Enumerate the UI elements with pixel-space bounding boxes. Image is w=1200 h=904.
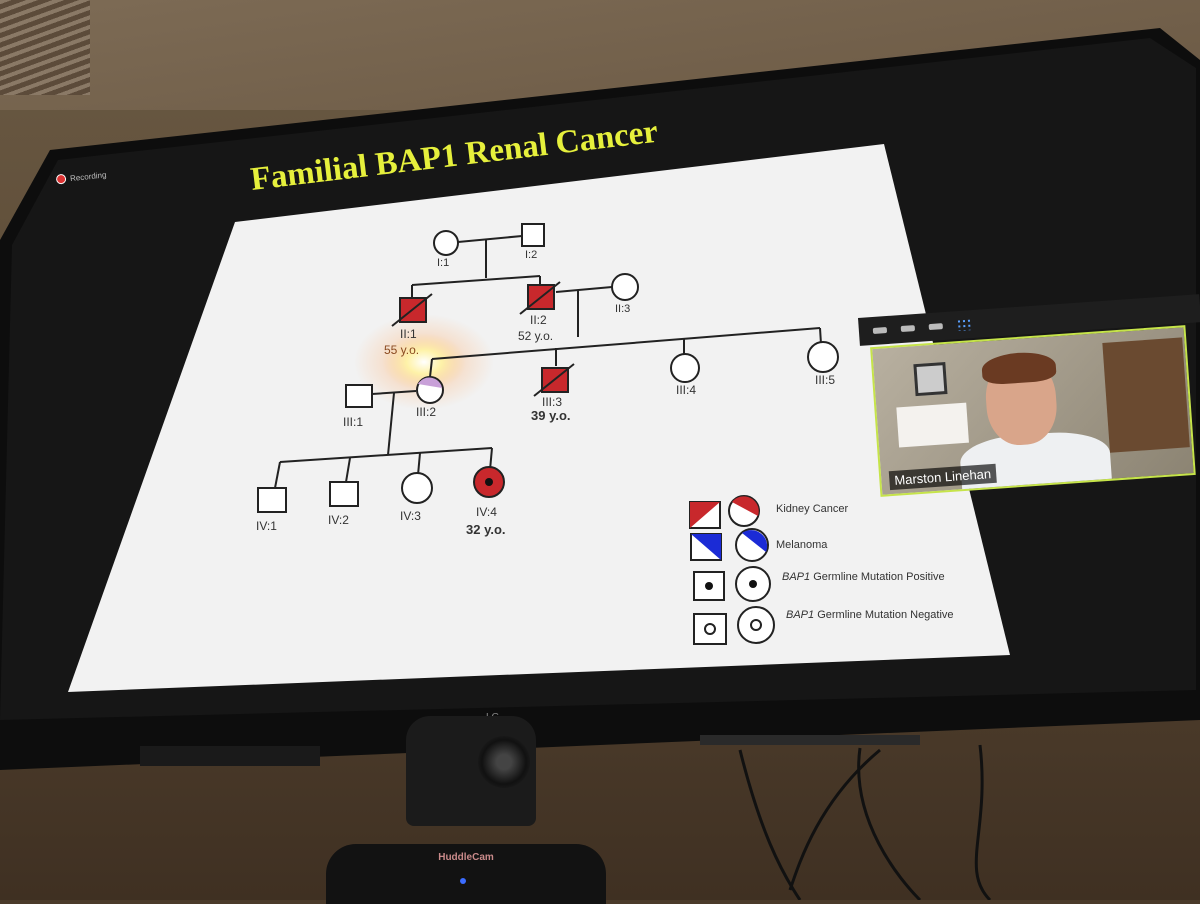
camera-body [406,716,536,826]
deceased-mark-II2 [519,281,561,315]
background-printer [896,402,969,448]
legend-positive-circle-dot [749,580,757,588]
label-III5: III:5 [815,373,835,387]
legend-kidney-circle-fill [732,496,759,516]
age-II1: 55 y.o. [384,343,419,357]
label-IV3: IV:3 [400,509,421,523]
legend-melanoma-circle-fill [742,530,768,552]
cable-4 [788,748,881,891]
individual-IV2-symbol [329,481,359,507]
individual-III5-symbol [807,341,839,373]
power-led-icon [460,878,466,884]
legend-melanoma-square-fill [691,534,721,560]
legend-negative-circle-ring [750,619,762,631]
camera-lens-icon [478,736,530,788]
individual-IV1-symbol [257,487,287,513]
individual-IV4-mutation-dot [485,478,493,486]
tv-vent-right [700,735,920,745]
label-II2: II:2 [530,313,547,327]
cable-2 [857,747,922,900]
legend-melanoma-label: Melanoma [776,539,828,551]
individual-I2-symbol [521,223,545,247]
label-I1: I:1 [437,257,449,269]
individual-III1-symbol [345,384,373,408]
legend-positive-text: Germline Mutation Positive [810,571,945,583]
label-IV1: IV:1 [256,519,277,533]
label-III1: III:1 [343,415,363,429]
camera-brand-label: HuddleCam [438,852,494,863]
conference-camera: HuddleCam [326,716,606,904]
age-IV4: 32 y.o. [466,522,506,537]
legend-positive-square-dot [705,582,713,590]
legend: Kidney Cancer Melanoma BAP1 Germline Mut… [689,495,954,645]
legend-negative-gene: BAP1 [786,609,814,621]
legend-kidney-label: Kidney Cancer [776,503,848,515]
record-icon [55,173,67,185]
deceased-mark-II1 [391,293,433,327]
speaker-view-icon[interactable] [900,325,916,333]
cable-1 [738,749,802,900]
label-II1: II:1 [400,327,417,341]
legend-positive-label: BAP1 Germline Mutation Positive [782,571,945,583]
label-I2: I:2 [525,249,537,261]
individual-II3-symbol [611,273,639,301]
individual-I1-symbol [433,230,459,256]
minimize-icon[interactable] [872,327,888,334]
participant-video-feed: Marston Linehan [870,325,1196,497]
tv-vent [140,746,320,766]
gallery-grid-icon[interactable] [956,318,972,332]
legend-negative-square-ring [704,623,716,635]
ceiling-vent [0,0,90,95]
age-II2: 52 y.o. [518,329,553,343]
legend-negative-label: BAP1 Germline Mutation Negative [786,609,954,621]
legend-negative-text: Germline Mutation Negative [814,609,953,621]
label-IV4: IV:4 [476,505,497,519]
legend-negative-square [693,613,727,645]
camera-base: HuddleCam [326,844,606,904]
individual-III2-partial-fill [418,377,442,388]
individual-III4-symbol [670,353,700,383]
individual-IV3-symbol [401,472,433,504]
participant-video-window[interactable]: Marston Linehan [858,294,1200,503]
label-III2: III:2 [416,405,436,419]
label-III4: III:4 [676,383,696,397]
legend-kidney-square-fill [690,502,720,528]
cable-3 [974,744,992,900]
gallery-strip-icon[interactable] [928,323,943,331]
legend-positive-gene: BAP1 [782,571,810,583]
slide-background [68,144,1010,692]
label-III3: III:3 [542,395,562,409]
deceased-mark-III3 [533,363,575,397]
background-cabinet [1102,337,1190,453]
light-glare [354,314,494,410]
age-III3: 39 y.o. [531,408,571,423]
label-IV2: IV:2 [328,513,349,527]
label-II3: II:3 [615,303,630,315]
background-picture-frame [913,362,948,397]
